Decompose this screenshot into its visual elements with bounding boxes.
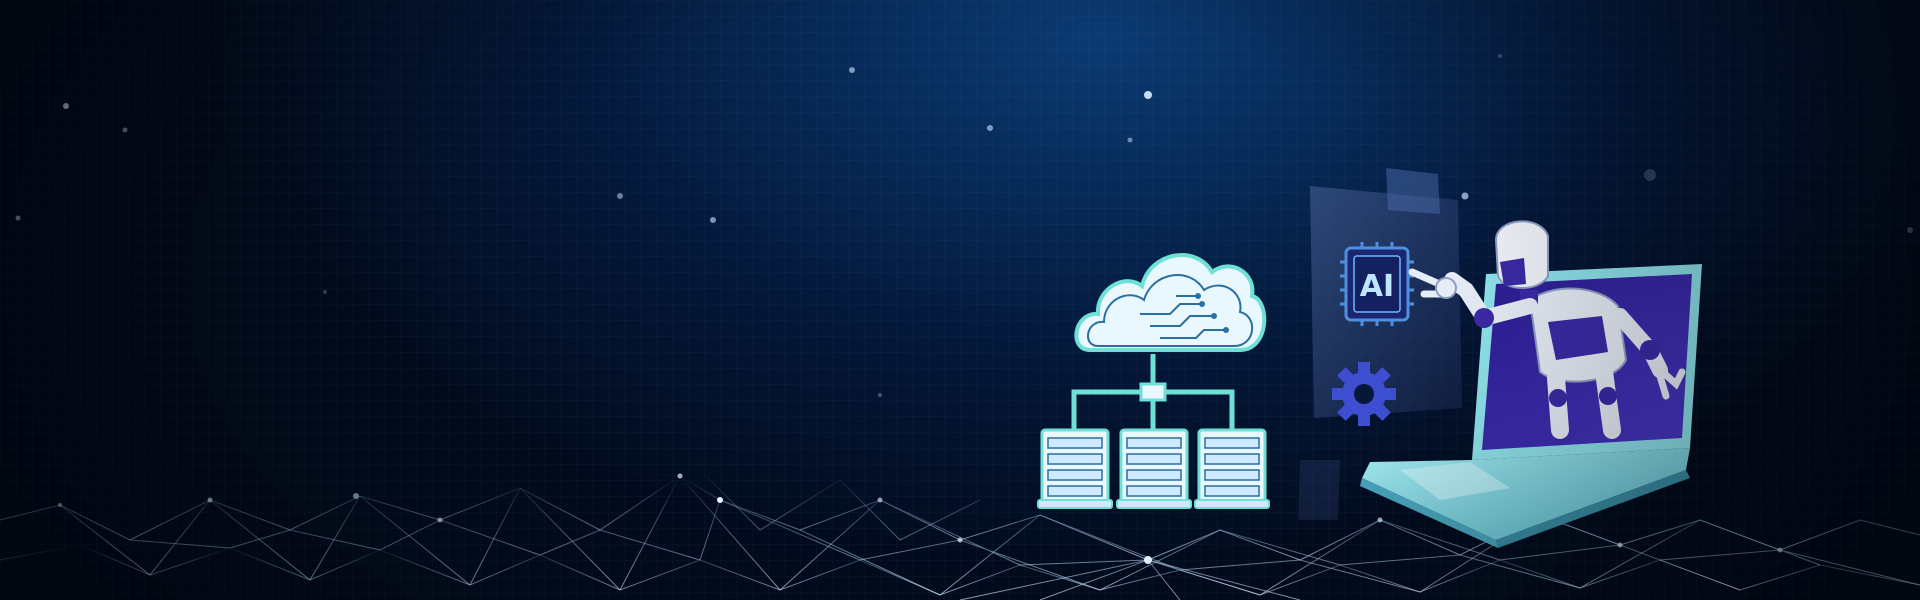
hero-banner: AI [0,0,1920,600]
vignette-overlay [0,0,1920,600]
